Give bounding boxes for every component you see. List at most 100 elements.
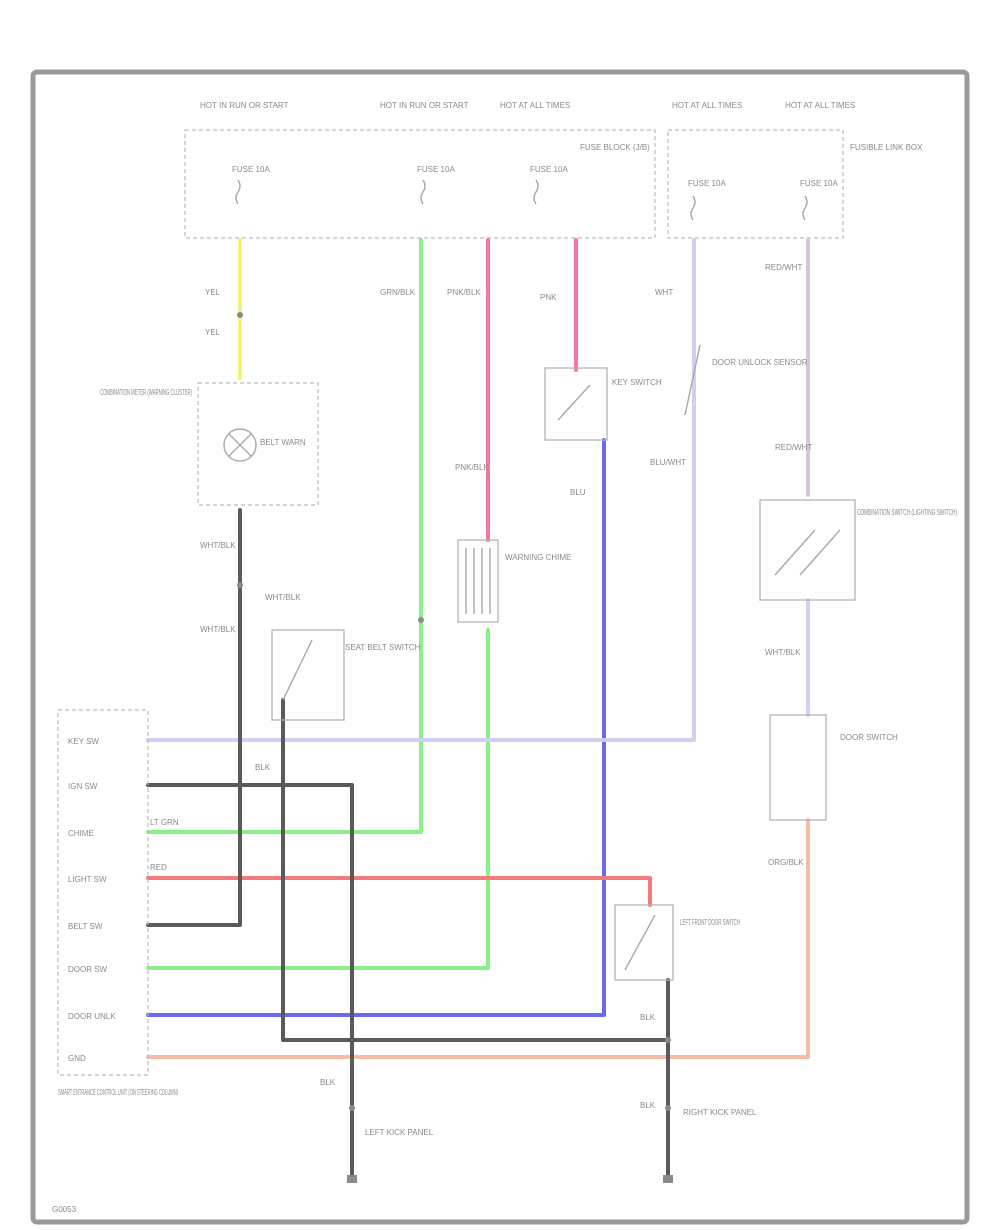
splice-blk-3	[665, 1105, 671, 1111]
fuse-3-symbol	[533, 179, 539, 205]
fuse-3-value: FUSE 10A	[530, 165, 568, 174]
wire-label-blk-3: BLK	[640, 1101, 656, 1110]
fusible-link-box	[667, 129, 844, 239]
wire-label-wht-blk-3: WHT/BLK	[265, 593, 301, 602]
fuse-2-symbol	[420, 179, 426, 205]
combination-meter-box	[197, 382, 319, 506]
wire-labels: YEL YEL GRN/BLK PNK/BLK PNK/BLK PNK WHT …	[150, 263, 812, 1110]
left-front-door-switch-contact	[624, 914, 656, 971]
pin-light-sw: LIGHT SW	[68, 875, 107, 884]
control-unit-box	[57, 709, 149, 1076]
fuse-5-value: FUSE 10A	[800, 179, 838, 188]
chime-stripes	[465, 548, 491, 614]
wire-label-yel-1: YEL	[205, 288, 221, 297]
wire-label-pnk-blk-2: PNK/BLK	[455, 463, 489, 472]
wire-label-blu-wht: BLU/WHT	[650, 458, 686, 467]
door-unlock-sensor-label: DOOR UNLOCK SENSOR	[712, 358, 808, 367]
pin-door-unlk: DOOR UNLK	[68, 1012, 116, 1021]
ground-left: LEFT KICK PANEL	[347, 1128, 434, 1183]
belt-warn-label: BELT WARN	[260, 438, 306, 447]
pin-key-sw: KEY SW	[68, 737, 99, 746]
pin-ign-sw: IGN SW	[68, 782, 98, 791]
control-unit-label: SMART ENTRANCE CONTROL UNIT (ON STEERING…	[58, 1088, 178, 1097]
wire-label-red-wht-1: RED/WHT	[765, 263, 802, 272]
lighting-switch-contact	[774, 529, 841, 576]
wire-label-blk-4: BLK	[640, 1013, 656, 1022]
wire-label-red: RED	[150, 863, 167, 872]
splice-blk-1	[349, 1105, 355, 1111]
key-switch-contact	[557, 384, 591, 421]
fuse-3-label: HOT AT ALL TIMES	[500, 101, 570, 110]
wire-label-pnk-blk-1: PNK/BLK	[447, 288, 481, 297]
fuse-5-symbol	[802, 195, 808, 221]
splice-yel	[237, 312, 243, 318]
splice-meter	[237, 582, 243, 588]
fuse-5-label: HOT AT ALL TIMES	[785, 101, 855, 110]
ground-right-label: RIGHT KICK PANEL	[683, 1108, 757, 1117]
wire-label-wht-blk-2: WHT/BLK	[200, 625, 236, 634]
wire-blk-ign	[146, 783, 354, 1177]
lighting-switch-box	[759, 499, 856, 601]
wire-label-yel-2: YEL	[205, 328, 221, 337]
wire-label-org-blk: ORG/BLK	[768, 858, 804, 867]
fuse-4-symbol	[690, 195, 696, 221]
wire-blu-wht	[146, 238, 696, 742]
pin-chime: CHIME	[68, 829, 94, 838]
left-front-door-switch-box	[614, 904, 674, 981]
ground-right-icon	[663, 1175, 673, 1183]
diagram-frame	[30, 69, 970, 1225]
wire-label-lt-grn: LT GRN	[150, 818, 179, 827]
wire-org-blk	[146, 818, 810, 1059]
warning-chime-label: WARNING CHIME	[505, 553, 571, 562]
wire-label-wht-blk-1: WHT/BLK	[200, 541, 236, 550]
ground-right: RIGHT KICK PANEL	[663, 1108, 757, 1183]
pin-belt-sw: BELT SW	[68, 922, 103, 931]
seat-belt-switch-box	[271, 629, 345, 721]
door-switch-box	[769, 714, 827, 821]
wire-blk-gnd	[281, 698, 670, 1042]
fuse-block-box	[184, 129, 656, 239]
left-front-door-switch-label: LEFT FRONT DOOR SWITCH	[680, 918, 740, 927]
wire-label-blu: BLU	[570, 488, 586, 497]
fuse-headers: HOT IN RUN OR START HOT IN RUN OR START …	[200, 101, 855, 110]
wire-label-pnk: PNK	[540, 293, 557, 302]
ground-left-icon	[347, 1175, 357, 1183]
wire-label-blk-2: BLK	[320, 1078, 336, 1087]
fuse-4-label: HOT AT ALL TIMES	[672, 101, 742, 110]
fuse-values: FUSE 10A FUSE 10A FUSE 10A FUSE 10A FUSE…	[232, 165, 838, 188]
seat-belt-switch-contact	[282, 639, 313, 701]
belt-warn-lamp-icon	[223, 428, 257, 462]
pin-gnd: GND	[68, 1054, 86, 1063]
pin-door-sw: DOOR SW	[68, 965, 108, 974]
fuse-1-symbol	[235, 179, 241, 205]
lighting-switch-label: COMBINATION SWITCH (LIGHTING SWITCH)	[857, 508, 957, 517]
lamp-filament	[228, 433, 252, 457]
fuse-block-name: FUSE BLOCK (J/B)	[580, 143, 650, 152]
splice-points	[237, 312, 671, 1111]
fuse-2-label: HOT IN RUN OR START	[380, 101, 469, 110]
fuse-symbols	[235, 179, 808, 221]
wire-label-wht-blk-4: WHT/BLK	[765, 648, 801, 657]
warning-chime-box	[457, 539, 499, 623]
fuse-4-value: FUSE 10A	[688, 179, 726, 188]
diagram-code: G0053	[52, 1205, 77, 1214]
splice-blk-2	[665, 1037, 671, 1043]
wire-lt-grn	[146, 628, 490, 970]
combination-meter-label: COMBINATION METER (WARNING CLUSTER)	[100, 388, 192, 397]
fuse-1-value: FUSE 10A	[232, 165, 270, 174]
wire-blu	[146, 438, 606, 1017]
fuse-1-label: HOT IN RUN OR START	[200, 101, 289, 110]
door-unlock-sensor-contact	[684, 344, 701, 416]
wire-label-wht: WHT	[655, 288, 673, 297]
ground-left-label: LEFT KICK PANEL	[365, 1128, 434, 1137]
key-switch-label: KEY SWITCH	[612, 378, 662, 387]
key-switch-box	[544, 367, 608, 441]
fusible-link-name: FUSIBLE LINK BOX	[850, 143, 923, 152]
door-switch-label: DOOR SWITCH	[840, 733, 898, 742]
wire-red	[146, 876, 652, 907]
wire-label-grn-blk: GRN/BLK	[380, 288, 416, 297]
control-unit-pins: KEY SW IGN SW CHIME LIGHT SW BELT SW DOO…	[68, 737, 116, 1063]
wire-label-blk-1: BLK	[255, 763, 271, 772]
seat-belt-switch-label: SEAT BELT SWITCH	[345, 643, 421, 652]
